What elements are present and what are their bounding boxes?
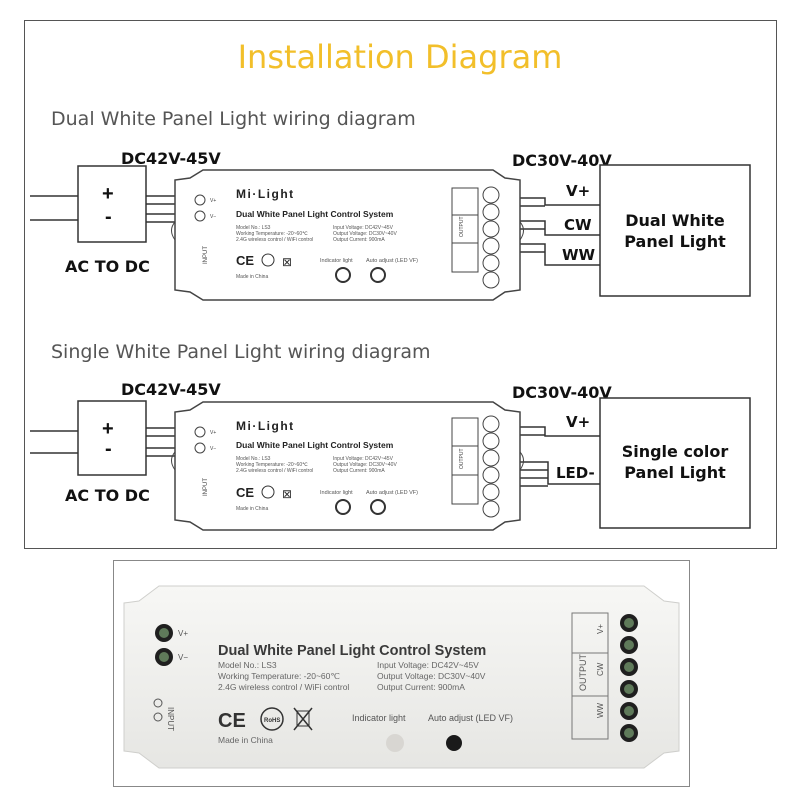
controller-2-brand: Mi·Light (236, 419, 295, 433)
photo-out-current: Output Current: 900mA (377, 682, 465, 692)
svg-text:Output Current: 900mA: Output Current: 900mA (333, 237, 385, 243)
svg-text:⊠: ⊠ (282, 487, 292, 501)
svg-text:Auto adjust (LED VF): Auto adjust (LED VF) (366, 490, 418, 496)
page-title: Installation Diagram (237, 38, 563, 76)
svg-text:Made in China: Made in China (236, 274, 268, 280)
svg-text:CE: CE (236, 485, 254, 500)
svg-text:Input Voltage: DC42V~45V: Input Voltage: DC42V~45V (333, 225, 394, 231)
svg-text:2.4G wireless control / WiFi c: 2.4G wireless control / WiFi control (236, 468, 313, 474)
diagram-2-panel-line1: Single color (621, 442, 729, 461)
photo-in-voltage: Input Voltage: DC42V~45V (377, 660, 479, 670)
svg-text:Indicator light: Indicator light (320, 258, 353, 264)
photo-ce-mark: CE (218, 710, 246, 732)
product-photo: V+ V− INPUT Dual White Panel Light Contr… (113, 560, 690, 787)
svg-text:⊠: ⊠ (282, 255, 292, 269)
svg-text:V−: V− (210, 446, 216, 452)
photo-auto-adjust-label: Auto adjust (LED VF) (428, 713, 513, 723)
photo-vminus-label: V− (178, 653, 188, 662)
photo-indicator-light (386, 734, 404, 752)
diagram-1-panel-label: Dual White Panel Light (600, 210, 750, 252)
controller-2-name: Dual White Panel Light Control System (236, 440, 394, 450)
svg-text:CE: CE (236, 253, 254, 268)
product-photo-controller: V+ V− INPUT Dual White Panel Light Contr… (123, 585, 680, 769)
controller-1-brand: Mi·Light (236, 187, 295, 201)
svg-text:Output Current: 900mA: Output Current: 900mA (333, 468, 385, 474)
svg-text:Working Temperature: -20~60℃: Working Temperature: -20~60℃ (236, 231, 308, 237)
diagram-2-ac-label: AC TO DC (65, 486, 150, 505)
photo-indicator-label: Indicator light (352, 713, 406, 723)
svg-text:Model No.: LS3: Model No.: LS3 (236, 456, 271, 462)
diagram-frame (24, 20, 777, 549)
photo-out-cw: CW (596, 662, 605, 676)
photo-out-voltage: Output Voltage: DC30V~40V (377, 671, 486, 681)
diagram-1-ac-label: AC TO DC (65, 257, 150, 276)
diagram-1-wire-vplus: V+ (566, 182, 591, 200)
photo-temp: Working Temperature: -20~60℃ (218, 671, 340, 681)
svg-text:Indicator light: Indicator light (320, 490, 353, 496)
svg-text:RoHS: RoHS (264, 718, 280, 724)
diagram-2-panel-label: Single color Panel Light (600, 441, 750, 483)
controller-1-name: Dual White Panel Light Control System (236, 209, 394, 219)
svg-text:V+: V+ (210, 198, 216, 204)
diagram-1-wire-ww: WW (562, 246, 596, 264)
photo-model: Model No.: LS3 (218, 660, 277, 670)
svg-text:V+: V+ (210, 430, 216, 436)
diagram-2-acdc-box (77, 400, 147, 476)
diagram-2-output-voltage: DC30V-40V (512, 383, 612, 402)
photo-made-in: Made in China (218, 735, 273, 745)
svg-text:Input Voltage: DC42V~45V: Input Voltage: DC42V~45V (333, 456, 394, 462)
diagram-1-minus: - (105, 206, 112, 228)
diagram-1-plus: + (102, 183, 114, 205)
photo-input-label: INPUT (166, 707, 175, 731)
photo-wireless: 2.4G wireless control / WiFi control (218, 682, 349, 692)
svg-text:2.4G wireless control / WiFi c: 2.4G wireless control / WiFi control (236, 237, 313, 243)
svg-text:Output Voltage: DC30V~40V: Output Voltage: DC30V~40V (333, 462, 397, 468)
photo-output-label: OUTPUT (578, 654, 588, 692)
photo-product-name: Dual White Panel Light Control System (218, 643, 486, 659)
photo-output-terminals (620, 614, 638, 742)
svg-text:INPUT: INPUT (203, 246, 209, 264)
photo-vplus-label: V+ (178, 629, 188, 638)
diagram-1-input-voltage: DC42V-45V (121, 149, 221, 168)
diagram-2-wire-led-minus: LED- (556, 464, 595, 482)
diagram-1-panel-box (599, 164, 751, 297)
svg-text:OUTPUT: OUTPUT (459, 216, 465, 237)
svg-text:Working Temperature: -20~60℃: Working Temperature: -20~60℃ (236, 462, 308, 468)
photo-out-vplus: V+ (596, 624, 605, 634)
diagram-2-plus: + (102, 418, 114, 440)
diagram-1-acdc-box (77, 165, 147, 243)
diagram-1-panel-line1: Dual White (625, 211, 725, 230)
svg-text:INPUT: INPUT (203, 478, 209, 496)
diagram-1-output-voltage: DC30V-40V (512, 151, 612, 170)
svg-text:Model No.: LS3: Model No.: LS3 (236, 225, 271, 231)
diagram-2-minus: - (105, 438, 112, 460)
diagram-1-wire-cw: CW (564, 216, 592, 234)
diagram-1-subtitle: Dual White Panel Light wiring diagram (51, 108, 416, 130)
svg-text:Made in China: Made in China (236, 506, 268, 512)
diagram-2-subtitle: Single White Panel Light wiring diagram (51, 341, 431, 363)
svg-text:Auto adjust (LED VF): Auto adjust (LED VF) (366, 258, 418, 264)
diagram-1-panel-line2: Panel Light (624, 232, 726, 251)
diagram-2-panel-line2: Panel Light (624, 463, 726, 482)
diagram-2-panel-box (599, 397, 751, 529)
diagram-2-input-voltage: DC42V-45V (121, 380, 221, 399)
svg-text:V−: V− (210, 214, 216, 220)
svg-text:Output Voltage: DC30V~40V: Output Voltage: DC30V~40V (333, 231, 397, 237)
diagram-2-wire-vplus: V+ (566, 413, 591, 431)
photo-adjust-button (446, 735, 462, 751)
photo-out-ww: WW (596, 702, 605, 718)
svg-text:OUTPUT: OUTPUT (459, 448, 465, 469)
